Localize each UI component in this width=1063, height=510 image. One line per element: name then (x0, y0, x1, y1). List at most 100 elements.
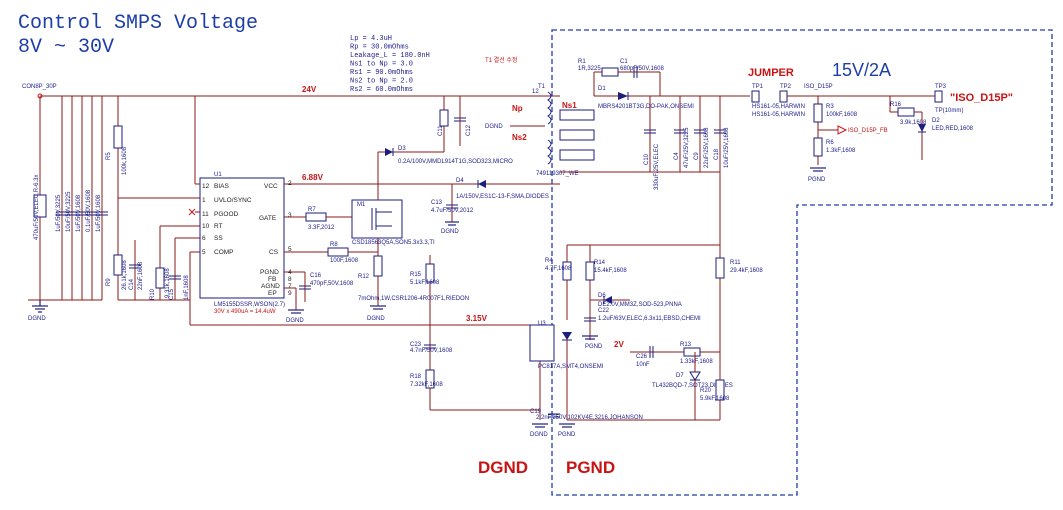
m1-ref: M1 (357, 202, 366, 208)
ground-label: DGND (441, 229, 459, 235)
param-line: Ns2 to Np = 2.0 (350, 78, 413, 86)
c16-value: 470pF,50V,1608 (310, 281, 354, 287)
no-connect-mark (188, 208, 196, 216)
transformer-parameters: Lp = 4.3uH Rp = 30.0mOhms Leakage_L = 18… (350, 35, 430, 94)
c14-ref: C14 (129, 278, 135, 290)
transformer-winding (559, 109, 595, 121)
c22-value: 1.2uF/63V,ELEC,6.3x11,EBSD,CHEMI (598, 316, 701, 322)
cap-c8-value: 1uF/50V,1608 (96, 194, 102, 232)
u1-pin-comp: COMP (214, 249, 234, 256)
r12-value: 7mOhm,1W,CSR1206-4R007F1,RIEDON (358, 296, 469, 302)
r16-ref: R16 (890, 102, 902, 108)
c9-value: 22uF/25V,1608 (704, 127, 710, 168)
r3-ref: R3 (826, 104, 834, 110)
u1-power: 30V x 490uA = 14.4uW (214, 309, 276, 315)
r8-value: 100F,1608 (330, 258, 359, 264)
r8-ref: R8 (330, 242, 338, 248)
diode-d3 (385, 148, 393, 156)
cy-value: 2.2nF,250V,102KV4E,3216,JOHANSON (536, 415, 643, 421)
u1-pin-num: 7 (288, 283, 292, 290)
test-point-tp1 (751, 90, 760, 103)
iso-d15p-net: ISO_D15P (804, 84, 833, 90)
resistor-r18 (425, 369, 435, 389)
resistor-r4 (562, 261, 572, 281)
tp3-ref: TP3 (935, 84, 947, 90)
isolation-boundary (551, 29, 1053, 496)
transformer-note: T1 결선 수정 (485, 56, 517, 64)
c4-value: 47uF/25V,3225 (684, 127, 690, 168)
d4-ref: D4 (456, 178, 464, 184)
title-line1: Control SMPS Voltage (18, 12, 258, 35)
iso-fb-port (837, 125, 848, 135)
diode-d1 (618, 92, 628, 100)
c12-ref: C12 (466, 124, 472, 136)
tp1-ref: TP1 (752, 84, 764, 90)
c22-ref: C22 (598, 308, 610, 314)
param-line: Rs2 = 60.0mOhms (350, 86, 413, 94)
c16-ref: C16 (310, 273, 322, 279)
d6-value: DE2.0V,MM3Z,SOD-523,PNNA (598, 302, 682, 308)
param-line: Lp = 4.3uH (350, 35, 392, 43)
transformer-coil-ns2 (547, 139, 552, 165)
u1-pin-num: 11 (202, 211, 209, 218)
resistor-r8 (327, 247, 349, 257)
r18-ref: R18 (410, 374, 422, 380)
resistor-r16 (897, 107, 915, 117)
ground-symbol (582, 335, 598, 340)
cap-c7-value: 0.1uF/50V,1608 (86, 189, 92, 232)
tp1-value: HS161-05,HARWIN (752, 104, 805, 110)
tp3-value: TP(10mm) (935, 108, 963, 114)
winding-np-label: Np (512, 104, 523, 113)
transformer-coil-np (547, 91, 552, 125)
cy-ref: C19 (530, 409, 542, 415)
d3-value: 0.2A/100V,MMDL914T1G,SOD323,MICRO (398, 159, 513, 165)
diode-d4 (478, 180, 486, 188)
r6-value: 1.3kF,1608 (826, 148, 856, 154)
d7-ref: D7 (676, 373, 684, 379)
u1-pin-num: 6 (202, 235, 206, 242)
resistor-r13 (683, 347, 701, 357)
c23-ref: C23 (410, 342, 422, 348)
resistor-snubber (439, 109, 449, 127)
ground-label: PGND (808, 177, 826, 183)
u1-pin-agnd: AGND (261, 283, 280, 290)
zener-d6 (604, 296, 612, 304)
ground-label: PGND (558, 432, 576, 438)
r13-ref: R13 (680, 342, 692, 348)
u1-pin-num: 5 (202, 249, 206, 256)
u1-pin-num: 8 (288, 276, 292, 283)
param-line: Rp = 30.0mOhms (350, 44, 409, 52)
dgnd-domain-label: DGND (478, 458, 528, 477)
resistor-r11 (715, 257, 725, 279)
u3-ref: U3 (538, 321, 546, 327)
ground-symbol (32, 300, 48, 313)
u1-pin-bias: BIAS (214, 183, 229, 190)
c18-ref: C18 (714, 148, 720, 160)
u1-pin-cs: CS (269, 249, 279, 256)
net-label-24v: 24V (302, 85, 317, 94)
net-label-2v: 2V (614, 340, 624, 349)
u1-ref: U1 (214, 172, 222, 178)
r15-value: 5.1kF,1608 (410, 280, 440, 286)
c18-value: 10uF/25V,1608 (724, 127, 730, 168)
u1-pin-ss: SS (214, 235, 223, 242)
ground-symbol (288, 309, 304, 314)
c13-value: 4.7uF/50V,2012 (431, 208, 474, 214)
resistor-r12 (373, 255, 383, 277)
cout-ref: C10 (644, 153, 650, 165)
c14-value: 22nF,1608 (138, 261, 144, 290)
u1-pin-num: 3 (288, 212, 292, 219)
param-line: Leakage_L = 180.0nH (350, 52, 430, 60)
r11-ref: R11 (730, 260, 741, 266)
u1-pin-ep: EP (268, 290, 277, 297)
net-label-6v88: 6.88V (302, 173, 324, 182)
c23-value: 4.7nF/50V,1608 (410, 348, 453, 354)
test-point-tp3 (934, 90, 943, 103)
r10-value: 9.31k,1608 (165, 268, 171, 298)
r11-value: 29.4kF,1608 (730, 268, 763, 274)
resistor-r14 (585, 261, 595, 281)
ground-label: DGND (367, 316, 385, 322)
shunt-reference-d7 (689, 371, 701, 381)
ground-label: PGND (585, 344, 603, 350)
